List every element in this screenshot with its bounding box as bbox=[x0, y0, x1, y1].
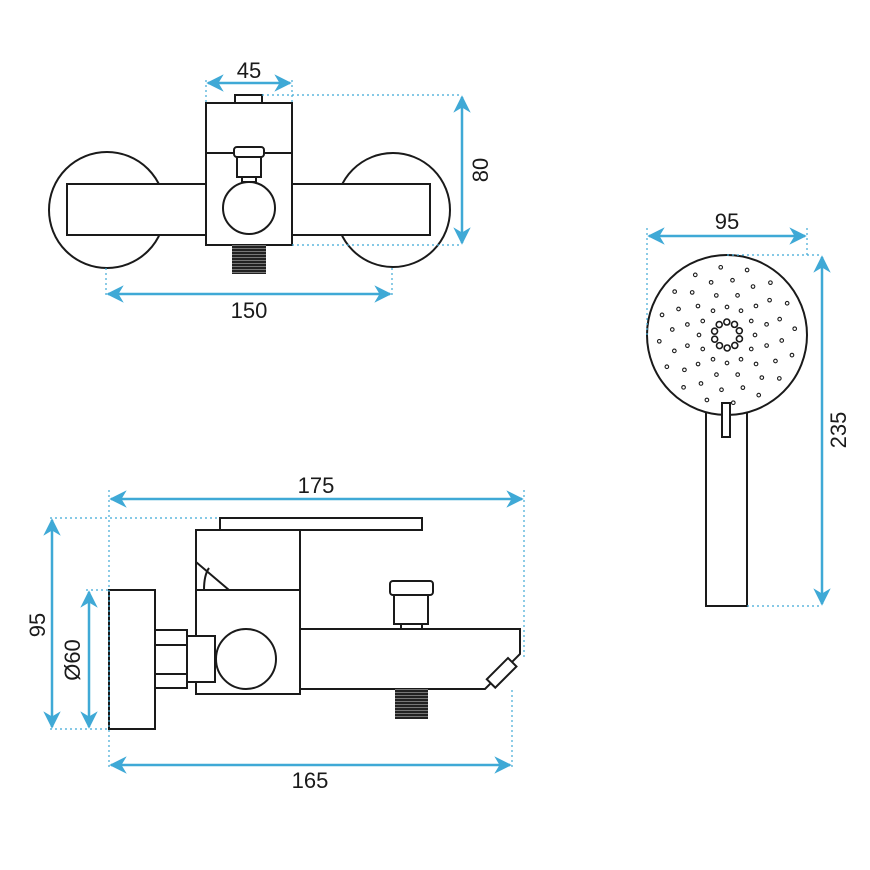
spray-hole bbox=[738, 308, 744, 314]
dimension-label-150: 150 bbox=[231, 298, 268, 323]
spray-hole bbox=[710, 327, 719, 335]
spray-holes bbox=[656, 264, 798, 406]
wall-plate bbox=[108, 589, 156, 730]
handle-circle bbox=[222, 181, 276, 235]
spray-hole bbox=[700, 346, 706, 352]
spray-hole bbox=[738, 356, 744, 362]
spray-hole bbox=[713, 293, 719, 298]
spray-hole bbox=[659, 312, 665, 318]
spray-hole bbox=[671, 348, 677, 354]
spray-hole bbox=[750, 284, 756, 289]
top-view: 45 80 150 bbox=[48, 58, 493, 323]
spray-hole bbox=[698, 381, 704, 386]
body-circle bbox=[215, 628, 277, 690]
spray-hole bbox=[669, 327, 675, 332]
spray-hole bbox=[685, 322, 690, 327]
spray-hole bbox=[789, 352, 795, 358]
spray-hole bbox=[753, 303, 759, 309]
spray-hole bbox=[715, 320, 724, 329]
spray-hole bbox=[784, 300, 790, 306]
spray-hole bbox=[676, 306, 681, 312]
spray-hole bbox=[714, 372, 719, 377]
spray-hole bbox=[735, 372, 741, 377]
nut bbox=[154, 629, 188, 689]
spray-hole bbox=[740, 385, 746, 391]
dimension-label-165: 165 bbox=[292, 768, 329, 793]
spray-hole bbox=[730, 400, 736, 406]
cartridge-housing bbox=[195, 529, 301, 591]
spray-hole bbox=[723, 318, 731, 326]
spray-hole bbox=[767, 297, 772, 303]
spray-hole bbox=[768, 280, 773, 286]
shower-handle bbox=[705, 404, 748, 607]
spray-hole bbox=[700, 318, 706, 324]
spray-mode-button bbox=[721, 402, 731, 438]
spray-hole bbox=[735, 327, 744, 335]
spray-hole bbox=[719, 387, 724, 393]
side-view: 175 95 Ø60 165 bbox=[25, 473, 525, 793]
spray-hole bbox=[735, 335, 744, 343]
spray-hole bbox=[695, 303, 701, 309]
spray-hole bbox=[723, 344, 731, 352]
spray-hole bbox=[748, 346, 754, 352]
spray-hole bbox=[710, 356, 716, 362]
spray-hole bbox=[764, 343, 769, 348]
thread-outlet bbox=[232, 245, 266, 274]
spray-hole bbox=[752, 332, 758, 338]
spray-hole bbox=[764, 321, 769, 327]
spray-hole bbox=[730, 320, 739, 329]
spray-hole bbox=[708, 279, 714, 285]
dimension-label-80: 80 bbox=[468, 158, 493, 182]
spray-hole bbox=[730, 277, 735, 283]
spray-hole bbox=[692, 272, 698, 278]
spray-hole bbox=[704, 397, 710, 403]
spray-hole bbox=[710, 335, 719, 343]
spray-hole bbox=[748, 318, 754, 324]
spray-hole bbox=[776, 376, 782, 381]
dimension-label-95-head: 95 bbox=[715, 209, 739, 234]
spray-hole bbox=[773, 358, 778, 364]
spray-hole bbox=[744, 267, 750, 273]
top-cap bbox=[234, 94, 263, 104]
spray-hole bbox=[792, 326, 798, 332]
spray-hole bbox=[685, 343, 690, 349]
spray-hole bbox=[664, 364, 670, 370]
spray-hole bbox=[730, 341, 739, 350]
lever-handle bbox=[219, 517, 423, 531]
aerator bbox=[485, 656, 518, 690]
spray-hole bbox=[710, 308, 716, 314]
spray-hole bbox=[777, 316, 783, 322]
dimension-label-175: 175 bbox=[298, 473, 335, 498]
spray-hole bbox=[735, 293, 740, 298]
diverter-knob-side bbox=[389, 580, 434, 596]
dimension-label-45: 45 bbox=[237, 58, 261, 83]
diverter-knob bbox=[233, 146, 265, 158]
spray-hole bbox=[753, 361, 759, 367]
spray-hole bbox=[682, 367, 687, 373]
dimension-label-95: 95 bbox=[25, 613, 50, 637]
shower-head-view: 95 235 bbox=[646, 209, 851, 607]
spray-hole bbox=[779, 338, 785, 343]
spray-hole bbox=[695, 361, 701, 367]
shower-head-face bbox=[646, 254, 808, 416]
spray-hole bbox=[696, 332, 702, 338]
spray-hole bbox=[715, 341, 724, 350]
dimension-label-diameter-60: Ø60 bbox=[60, 639, 85, 681]
dimension-label-235: 235 bbox=[826, 412, 851, 449]
spray-hole bbox=[656, 338, 662, 344]
thread-outlet-side bbox=[395, 689, 428, 719]
spray-hole bbox=[672, 289, 678, 294]
spray-hole bbox=[724, 304, 730, 310]
spray-hole bbox=[724, 360, 730, 366]
spray-hole bbox=[681, 384, 686, 390]
spray-hole bbox=[689, 290, 695, 295]
spray-hole bbox=[759, 375, 765, 380]
spray-hole bbox=[756, 392, 762, 398]
spray-hole bbox=[718, 264, 724, 270]
